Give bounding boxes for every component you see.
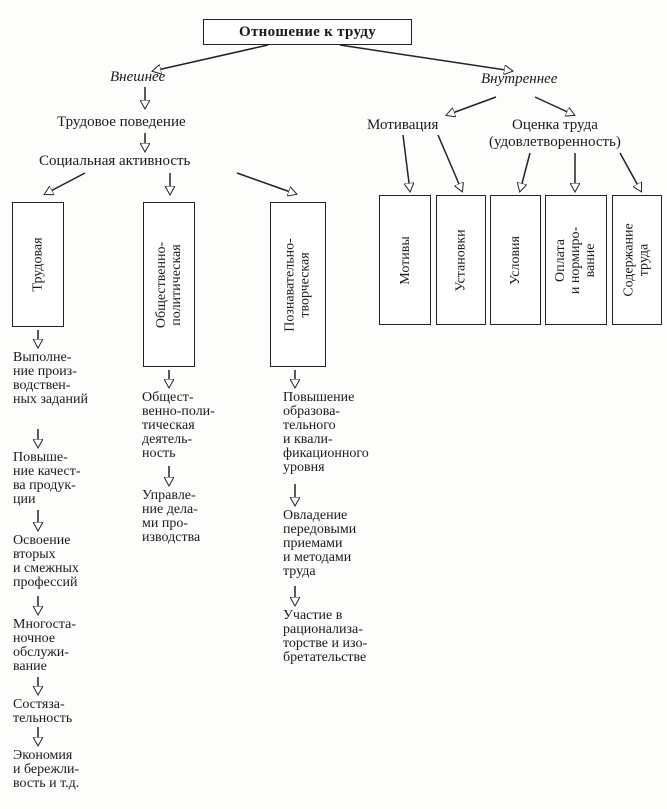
social-activity-label: Социальная активность <box>39 153 191 169</box>
pay-and-norms-title: Оплата и нормиро- вание <box>553 226 599 294</box>
pay-and-norms-box: Оплата и нормиро- вание <box>545 195 607 325</box>
attitudes-box: Установки <box>436 195 486 325</box>
socio-political-item-2: Управле- ние дела- ми про- изводства <box>142 488 201 545</box>
attitudes-title: Установки <box>453 228 469 292</box>
labor-item-1: Выполне- ние произ- водствен- ных задани… <box>13 350 88 407</box>
cognitive-item-2: Овладение передовыми приемами и методами… <box>283 508 357 579</box>
labor-activity-title: Трудовая <box>30 237 46 292</box>
labor-item-6: Экономия и бережли- вость и т.д. <box>13 748 80 791</box>
conditions-box: Условия <box>490 195 541 325</box>
root-node: Отношение к труду <box>203 19 412 45</box>
socio-political-item-1: Общест- венно-поли- тическая деятель- но… <box>142 390 215 461</box>
motives-title: Мотивы <box>397 235 413 285</box>
labor-activity-box: Трудовая <box>12 202 64 327</box>
cognitive-creative-activity-title: Познавательно- творческая <box>283 237 314 332</box>
labor-behavior-label: Трудовое поведение <box>57 114 186 130</box>
labor-item-3: Освоение вторых и смежных профессий <box>13 533 79 590</box>
socio-political-activity-title: Общественно- политическая <box>154 241 185 328</box>
work-content-box: Содержание труда <box>612 195 662 325</box>
motives-box: Мотивы <box>379 195 431 325</box>
work-content-title: Содержание труда <box>622 223 653 297</box>
motivation-label: Мотивация <box>367 117 439 133</box>
conditions-title: Условия <box>507 235 523 285</box>
labor-item-4: Многоста- ночное обслужи- вание <box>13 617 77 674</box>
labor-item-5: Состяза- тельность <box>13 697 73 726</box>
internal-label: Внутреннее <box>481 71 558 87</box>
work-assessment-label: Оценка труда (удовлетворенность) <box>489 117 621 150</box>
cognitive-creative-activity-box: Познавательно- творческая <box>270 202 326 367</box>
socio-political-activity-box: Общественно- политическая <box>143 202 195 367</box>
labor-item-2: Повыше- ние качест- ва продук- ции <box>13 450 81 507</box>
cognitive-item-1: Повышение образова- тельного и квали- фи… <box>283 390 369 475</box>
external-label: Внешнее <box>110 69 166 85</box>
cognitive-item-3: Участие в рационализа- торстве и изо- бр… <box>283 608 368 665</box>
